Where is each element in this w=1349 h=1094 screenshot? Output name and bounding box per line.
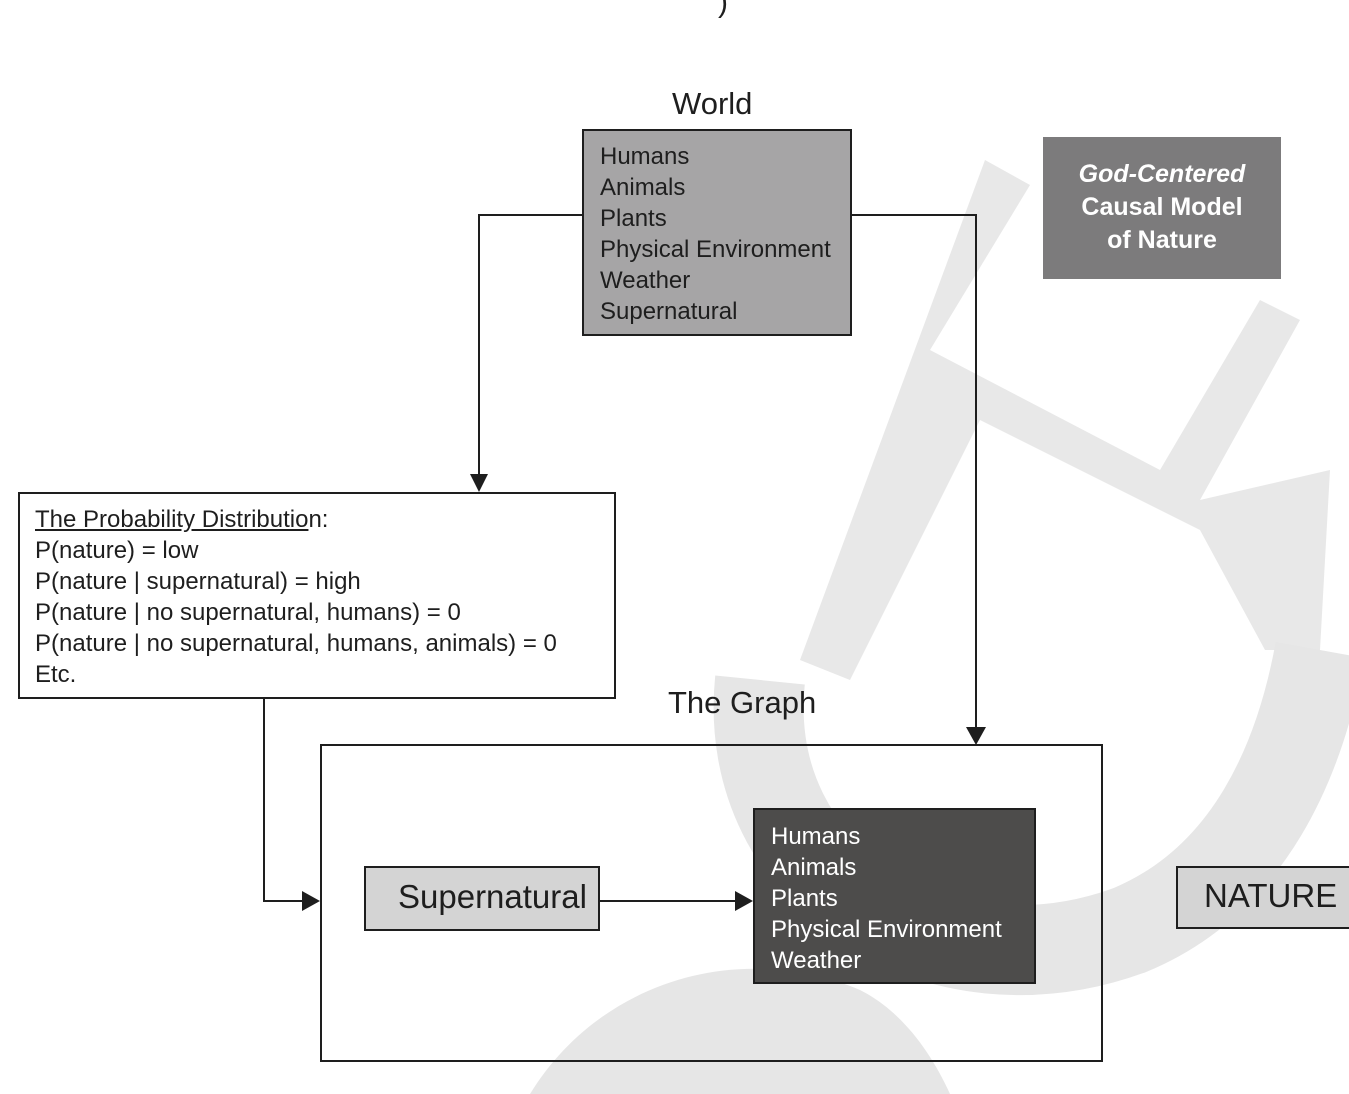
model-label-line2: Causal Model — [1081, 193, 1243, 221]
world-title: World — [672, 86, 753, 121]
world-item: Weather — [600, 267, 691, 294]
probability-heading-underlined: The Probability Distributio — [35, 506, 309, 533]
graph-item: Physical Environment — [771, 916, 1002, 943]
supernatural-node: Supernatural — [364, 866, 600, 931]
arrowhead-graph-left — [302, 891, 320, 911]
probability-to-graph-line — [263, 699, 304, 902]
graph-item: Plants — [771, 885, 838, 912]
probability-line: P(nature) = low — [35, 537, 199, 564]
probability-line: P(nature | no supernatural, humans, anim… — [35, 630, 557, 657]
nature-node: NATURE — [1176, 866, 1349, 929]
graph-item: Weather — [771, 947, 862, 974]
graph-box — [320, 744, 1103, 1062]
world-item: Humans — [600, 143, 690, 170]
nature-components-node: Humans Animals Plants Physical Environme… — [753, 808, 1036, 984]
model-label-line3: of Nature — [1107, 226, 1217, 254]
model-label-line1: God-Centered — [1078, 160, 1246, 188]
world-item: Physical Environment — [600, 236, 831, 263]
probability-line: Etc. — [35, 661, 77, 688]
watermark-letter-h — [800, 160, 1330, 680]
probability-box: The Probability Distribution: P(nature) … — [18, 492, 616, 699]
arrowhead-probability — [470, 474, 488, 492]
world-item: Supernatural — [600, 298, 738, 325]
world-box: Humans Animals Plants Physical Environme… — [582, 129, 852, 336]
top-fragment: ) — [718, 0, 728, 19]
probability-line: P(nature | no supernatural, humans) = 0 — [35, 599, 461, 626]
arrowhead-components — [735, 891, 753, 911]
probability-line: P(nature | supernatural) = high — [35, 568, 361, 595]
world-item: Plants — [600, 205, 667, 232]
world-to-graph-line — [852, 214, 977, 728]
graph-title: The Graph — [668, 685, 817, 720]
world-to-probability-line — [478, 214, 582, 475]
model-label-box: God-Centered Causal Model of Nature — [1043, 137, 1281, 279]
probability-heading-rest: n: — [308, 506, 329, 533]
watermark-arc-lower — [530, 968, 950, 1094]
graph-item: Humans — [771, 823, 861, 850]
arrowhead-graph-top — [966, 727, 986, 745]
probability-heading: The Probability Distribution: — [35, 504, 614, 535]
world-item: Animals — [600, 174, 686, 201]
graph-item: Animals — [771, 854, 857, 881]
